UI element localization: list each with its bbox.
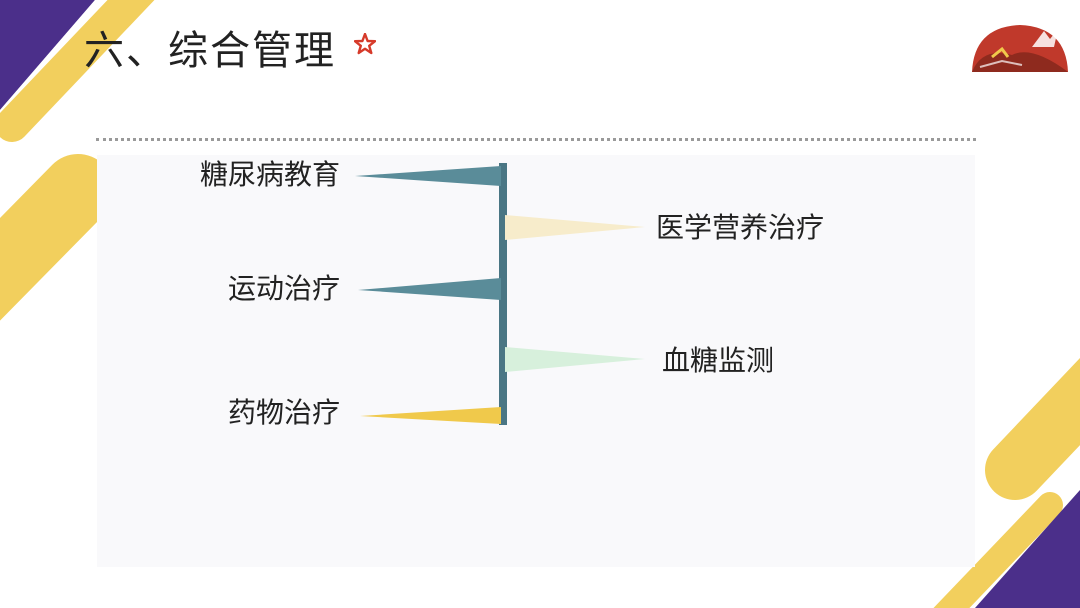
left-flag-2 <box>360 407 501 424</box>
left-flag-0 <box>355 166 501 186</box>
label-drug-therapy: 药物治疗 <box>150 396 340 430</box>
left-flag-1 <box>358 278 501 300</box>
label-diabetes-education: 糖尿病教育 <box>150 158 340 192</box>
label-blood-glucose-monitoring: 血糖监测 <box>662 344 774 378</box>
right-flag-0 <box>505 215 645 240</box>
right-flag-1 <box>505 347 645 372</box>
label-exercise-therapy: 运动治疗 <box>150 272 340 306</box>
label-medical-nutrition-therapy: 医学营养治疗 <box>656 211 824 245</box>
